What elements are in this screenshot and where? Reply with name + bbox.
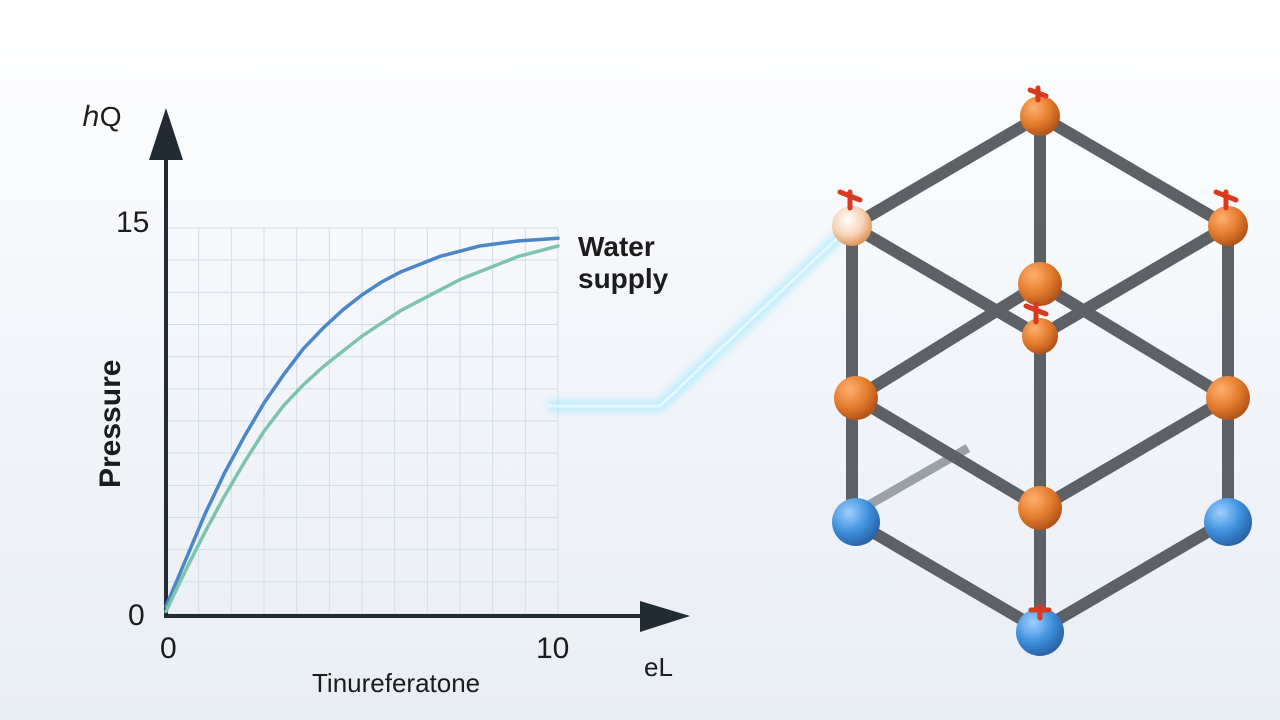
node-center-low — [1018, 486, 1062, 530]
node-bottom — [1016, 608, 1064, 656]
x-axis-end-label: eL — [644, 652, 673, 682]
series-label-line-2: supply — [578, 263, 669, 294]
chart: 15 0 0 10 ℎQ Pressure Tinureferatone eL … — [82, 101, 690, 698]
x-tick-left: 0 — [160, 632, 177, 665]
node-center-high — [1018, 262, 1062, 306]
x-axis-label: Tinureferatone — [312, 668, 480, 698]
series-label-water-supply: Water supply — [578, 231, 669, 294]
glow-connector — [548, 223, 853, 412]
y-axis-label: Pressure — [94, 360, 127, 488]
valve-icon — [837, 189, 863, 211]
x-axis-arrow — [640, 601, 690, 632]
valve-icons — [837, 85, 1239, 621]
node-mid-left — [834, 376, 878, 420]
valve-icon — [1023, 301, 1049, 325]
y-axis-arrow — [149, 108, 183, 160]
node-bottom-right — [1204, 498, 1252, 546]
node-top — [1020, 96, 1060, 136]
node-upper-left — [832, 206, 872, 246]
y-tick-bottom: 0 — [128, 599, 145, 632]
series-label-line-1: Water — [578, 231, 655, 262]
pipe-lattice — [832, 85, 1252, 656]
y-tick-top: 15 — [116, 206, 149, 239]
y-axis-top-label: ℎQ — [82, 101, 122, 132]
series-line-2 — [164, 244, 560, 614]
valve-icon — [1213, 189, 1239, 211]
lattice-beams — [846, 110, 1234, 636]
series-layer — [164, 236, 560, 614]
node-mid-right — [1206, 376, 1250, 420]
valve-icon — [1028, 603, 1052, 621]
node-center — [1022, 318, 1058, 354]
node-upper-right — [1208, 206, 1248, 246]
valve-icon — [1027, 85, 1049, 103]
chart-grid — [165, 227, 559, 615]
series-line-1 — [164, 236, 560, 609]
x-tick-right: 10 — [536, 632, 569, 665]
node-bottom-left — [832, 498, 880, 546]
